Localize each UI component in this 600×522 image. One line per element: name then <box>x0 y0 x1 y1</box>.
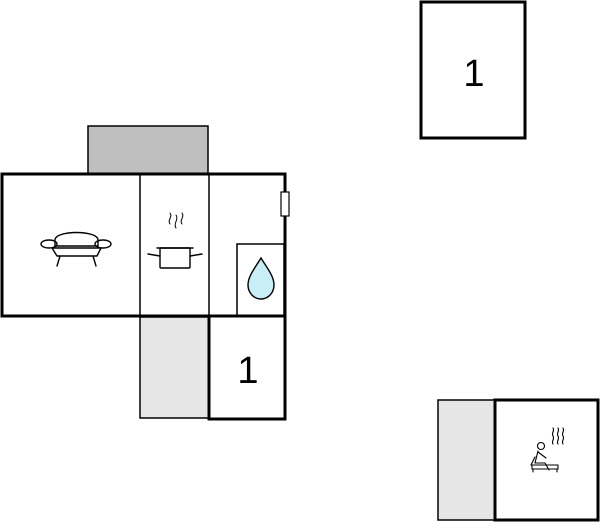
water-drop-icon <box>247 256 275 300</box>
sauna-room <box>493 398 600 522</box>
window <box>280 191 290 217</box>
terrace-top <box>87 125 209 175</box>
sofa-icon <box>40 231 112 267</box>
bedroom-main <box>419 0 527 140</box>
bedroom-small <box>207 314 287 421</box>
sauna-icon <box>530 427 565 473</box>
cooking-pot-icon <box>147 212 203 269</box>
bedroom-main-label: 1 <box>463 53 484 95</box>
terrace-lower <box>139 316 210 419</box>
sauna-terrace <box>437 399 496 521</box>
bedroom-small-label: 1 <box>237 350 258 392</box>
